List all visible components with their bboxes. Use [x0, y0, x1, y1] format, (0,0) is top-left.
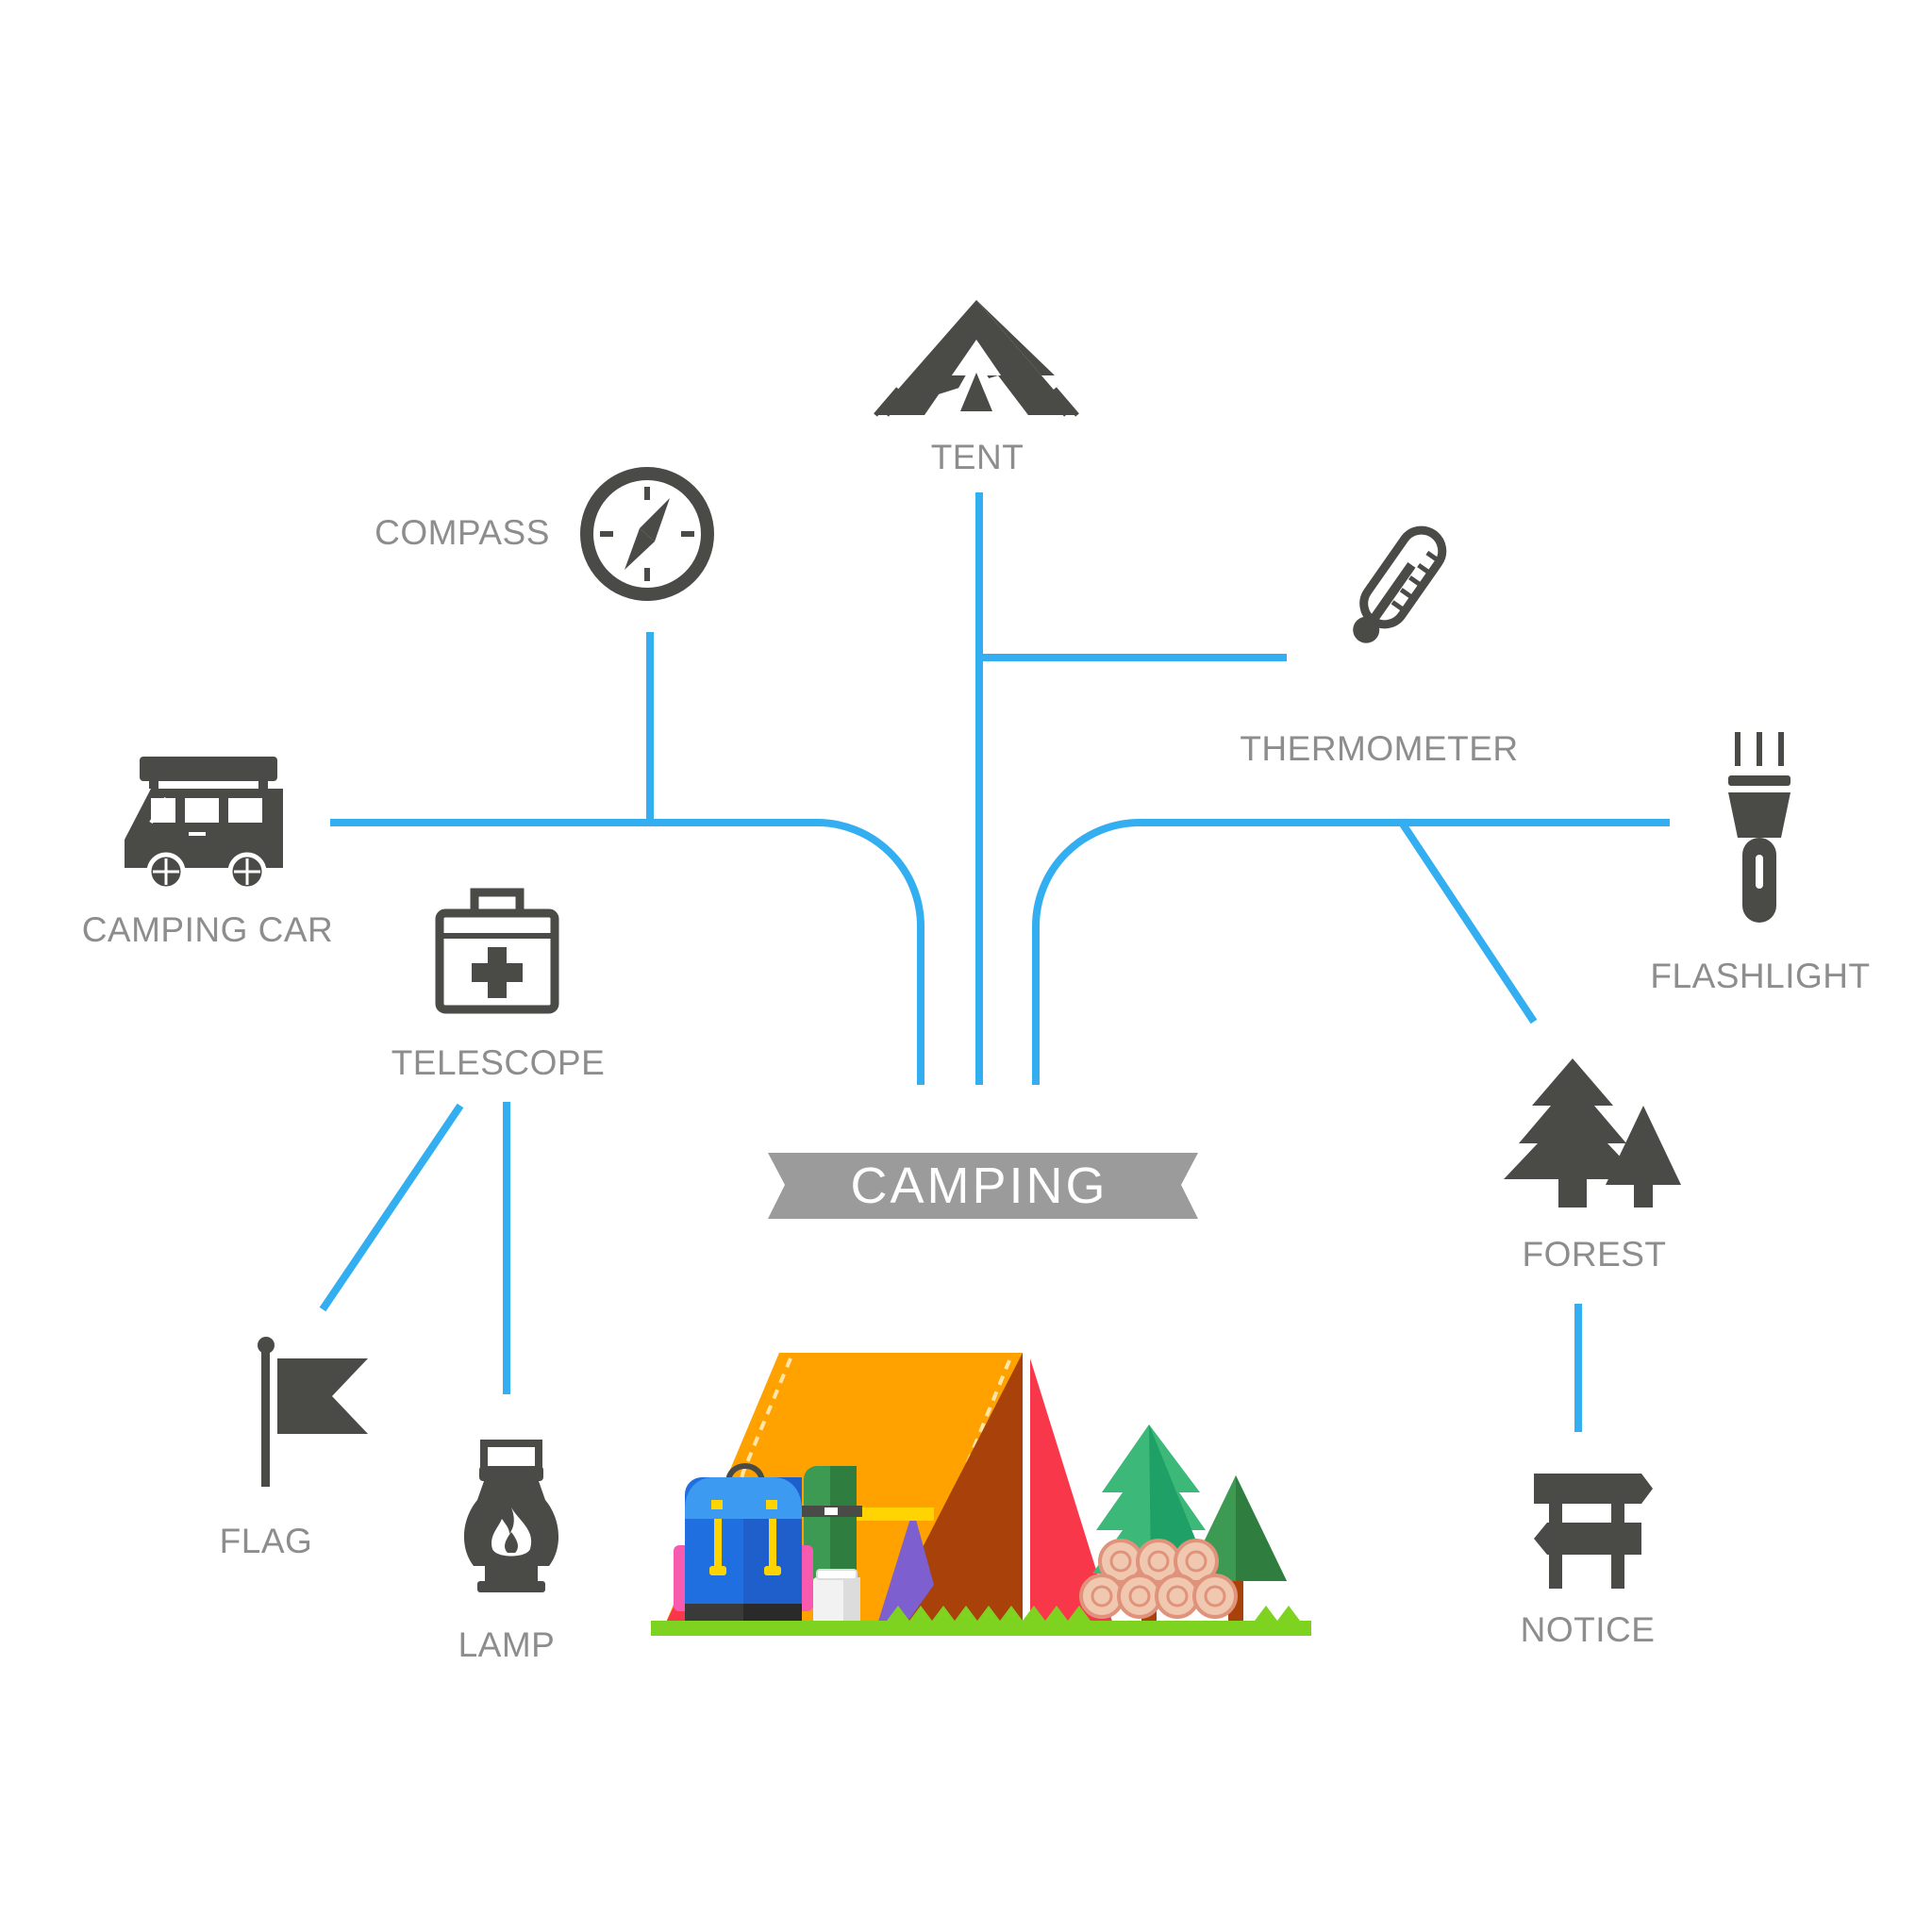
compass-label: COMPASS	[375, 513, 550, 552]
node-flag: FLAG	[220, 1337, 368, 1560]
node-compass: COMPASS	[375, 467, 714, 601]
compass-icon	[580, 467, 714, 601]
telescope-label: TELESCOPE	[391, 1043, 606, 1082]
first-aid-kit-icon	[435, 888, 559, 1014]
campsite-illustration	[651, 1353, 1311, 1636]
camper-van-icon	[125, 757, 283, 891]
grass-ground	[651, 1621, 1311, 1636]
forest-icon	[1504, 1058, 1681, 1208]
node-lamp: LAMP	[458, 1440, 559, 1664]
thermometer-label: THERMOMETER	[1240, 729, 1518, 768]
tent-label: TENT	[931, 438, 1024, 476]
node-camping-car: CAMPING CAR	[82, 757, 334, 949]
flashlight-icon	[1728, 732, 1790, 923]
flashlight-label: FLASHLIGHT	[1650, 957, 1870, 995]
connector-camping-car	[330, 819, 924, 1085]
connector-lines	[319, 492, 1670, 1432]
firewood-logs	[1079, 1539, 1238, 1619]
lantern-icon	[463, 1440, 559, 1592]
thermometer-icon	[1353, 525, 1447, 643]
forest-label: FOREST	[1522, 1235, 1666, 1274]
connector-flashlight	[1032, 819, 1670, 1085]
node-tent: TENT	[873, 300, 1079, 476]
connector-forest	[1398, 820, 1538, 1024]
connector-flag	[319, 1103, 464, 1312]
node-flashlight: FLASHLIGHT	[1650, 732, 1870, 995]
flag-label: FLAG	[220, 1522, 313, 1560]
banner-ribbon	[768, 1153, 1198, 1219]
flag-icon	[258, 1337, 368, 1487]
node-thermometer: THERMOMETER	[1240, 525, 1518, 768]
node-telescope: TELESCOPE	[391, 888, 606, 1082]
lamp-label: LAMP	[458, 1625, 556, 1664]
backpack	[674, 1463, 813, 1623]
node-forest: FOREST	[1504, 1058, 1681, 1274]
camping-car-label: CAMPING CAR	[82, 910, 334, 949]
tent-icon	[873, 300, 1079, 417]
center-banner: CAMPING	[768, 1153, 1198, 1219]
signpost-icon	[1534, 1474, 1653, 1589]
notice-label: NOTICE	[1521, 1610, 1656, 1649]
tent-side	[1030, 1358, 1113, 1624]
center-label: CAMPING	[850, 1158, 1108, 1214]
node-notice: NOTICE	[1521, 1474, 1656, 1649]
